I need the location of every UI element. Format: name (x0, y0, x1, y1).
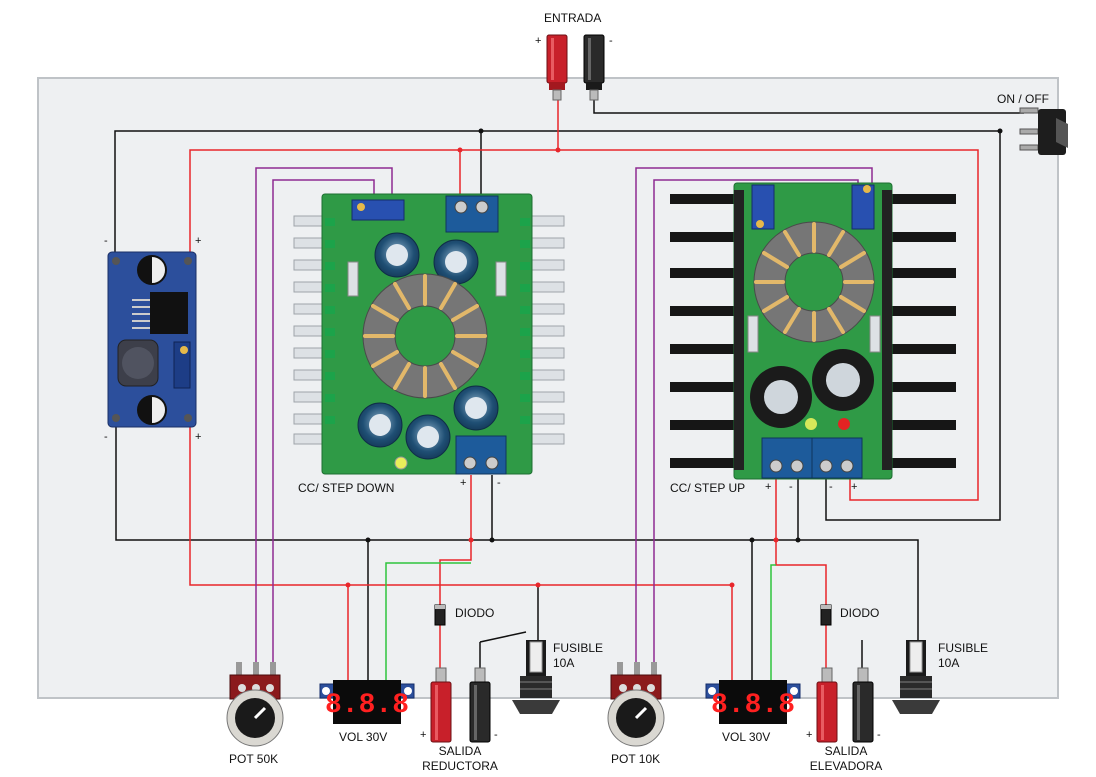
pot-10k-label: POT 10K (611, 752, 661, 766)
lm2596-out-minus: - (104, 431, 108, 443)
fuse-holder-left (512, 640, 560, 714)
fuse-holder-right (892, 640, 940, 714)
input-jack-positive (546, 34, 568, 101)
output-buck-label-line1: SALIDA (438, 744, 482, 758)
wires-signal (385, 562, 776, 690)
voltmeter-right-label: VOL 30V (722, 730, 771, 744)
input-minus-sign: - (609, 35, 613, 47)
output-buck-minus: - (494, 729, 498, 741)
step-up-out-minus: - (829, 481, 833, 493)
output-boost-plus: + (806, 729, 813, 741)
wires-control (255, 167, 873, 667)
lm2596-in-plus: + (195, 235, 202, 247)
step-down-label: CC/ STEP DOWN (298, 481, 395, 495)
output-boost-jack-negative (852, 667, 874, 743)
fuse-right-label-line2: 10A (938, 656, 960, 670)
input-plus-sign: + (535, 35, 542, 47)
step-up-module (670, 182, 956, 480)
step-up-in-plus: + (765, 481, 772, 493)
diode-right (820, 604, 832, 626)
lm2596-module (107, 251, 197, 428)
step-up-out-plus: + (851, 481, 858, 493)
step-up-label: CC/ STEP UP (670, 481, 746, 495)
diode-right-label: DIODO (840, 606, 880, 620)
step-down-module (293, 193, 565, 475)
step-down-out-minus: - (497, 477, 501, 489)
step-down-out-plus: + (460, 477, 467, 489)
voltmeter-left-digits: 8.8.8 (325, 690, 409, 721)
output-boost-jack-positive (816, 667, 838, 743)
power-switch-label: ON / OFF (997, 92, 1049, 106)
diode-left-label: DIODO (455, 606, 495, 620)
power-switch (1019, 107, 1068, 155)
step-up-in-minus: - (789, 481, 793, 493)
lm2596-in-minus: - (104, 235, 108, 247)
output-buck-plus: + (420, 729, 427, 741)
junction-dots (345, 128, 1003, 588)
voltmeter-right-digits: 8.8.8 (711, 690, 795, 721)
wires-negative (114, 100, 1024, 690)
output-buck-label-line2: REDUCTORA (422, 759, 498, 773)
pot-50k-label: POT 50K (229, 752, 279, 766)
output-buck-jack-negative (469, 667, 491, 743)
potentiometer-50k (226, 662, 284, 747)
output-buck-jack-positive (430, 667, 452, 743)
fuse-right-label-line1: FUSIBLE (938, 641, 989, 655)
wires-positive (189, 98, 979, 690)
fuse-left-label-line2: 10A (553, 656, 575, 670)
fuse-left-label-line1: FUSIBLE (553, 641, 604, 655)
potentiometer-10k (607, 662, 665, 747)
input-jack-negative (583, 34, 605, 101)
diode-left (434, 604, 446, 626)
voltmeter-right: 8.8.8 (705, 680, 801, 724)
output-boost-label-line2: ELEVADORA (809, 759, 883, 773)
output-boost-minus: - (877, 729, 881, 741)
voltmeter-left: 8.8.8 (319, 680, 415, 724)
lm2596-out-plus: + (195, 431, 202, 443)
voltmeter-left-label: VOL 30V (339, 730, 388, 744)
input-label: ENTRADA (544, 11, 602, 25)
output-boost-label-line1: SALIDA (824, 744, 868, 758)
